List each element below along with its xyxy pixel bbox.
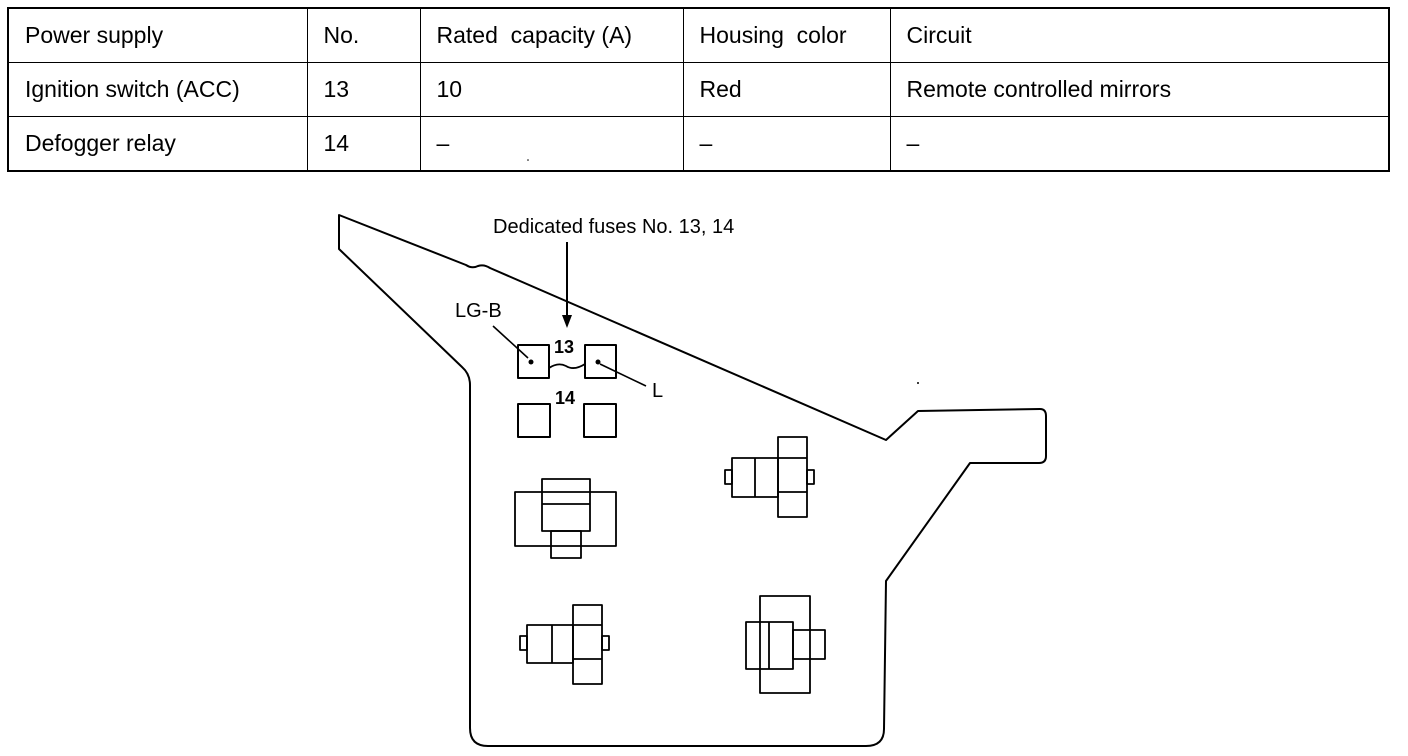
cell-circuit: Remote controlled mirrors <box>889 62 1390 117</box>
cell-power-supply: Defogger relay <box>7 116 308 172</box>
callout-label: Dedicated fuses No. 13, 14 <box>493 216 734 238</box>
relay-lower-left <box>519 604 610 685</box>
cell-power-supply: Ignition switch (ACC) <box>7 62 308 117</box>
cell-rated-capacity: – <box>419 116 684 172</box>
relay-lower-right <box>745 595 826 694</box>
fuse-13-left-terminal <box>517 344 550 379</box>
table-header-row: Power supply No. Rated capacity (A) Hous… <box>7 7 1390 63</box>
fuse-13-right-terminal <box>584 344 617 379</box>
cell-circuit: – <box>889 116 1390 172</box>
cell-housing-color: Red <box>682 62 891 117</box>
fuse-block-outline <box>338 214 1047 747</box>
header-number: No. <box>306 7 421 63</box>
fuse-14-right-slot <box>583 403 617 438</box>
cell-number: 13 <box>306 62 421 117</box>
fuse-14-label: 14 <box>555 388 575 408</box>
wire-lg-b-leader <box>492 325 529 359</box>
table-row: Defogger relay 14 – – – <box>7 116 1390 172</box>
wire-l-leader <box>599 363 647 387</box>
wire-label-lg-b: LG-B <box>455 300 502 322</box>
fuse-13-right-contact <box>595 359 601 365</box>
scan-speck <box>527 159 529 161</box>
scan-speck <box>917 382 919 384</box>
header-rated-capacity: Rated capacity (A) <box>419 7 684 63</box>
fuse-table: Power supply No. Rated capacity (A) Hous… <box>7 7 1390 172</box>
fuse-14-left-slot <box>517 403 551 438</box>
cell-rated-capacity: 10 <box>419 62 684 117</box>
relay-upper-right <box>724 436 815 518</box>
cell-number: 14 <box>306 116 421 172</box>
relay-middle-left <box>514 478 617 559</box>
fuse-13-label: 13 <box>554 337 574 357</box>
cell-housing-color: – <box>682 116 891 172</box>
fuse-13-left-contact <box>528 359 534 365</box>
header-circuit: Circuit <box>889 7 1390 63</box>
callout-arrow-head <box>562 315 572 328</box>
table-row: Ignition switch (ACC) 13 10 Red Remote c… <box>7 62 1390 117</box>
fuse-13-element <box>548 363 586 369</box>
wire-label-l: L <box>652 380 663 402</box>
